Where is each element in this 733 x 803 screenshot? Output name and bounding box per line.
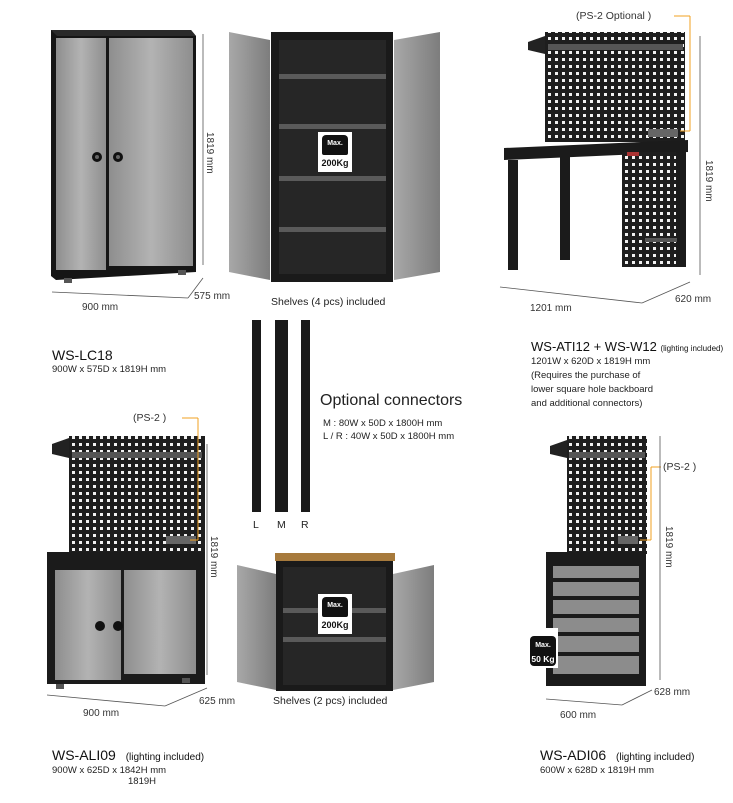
lc18-cabinet-illustration <box>51 30 196 283</box>
connectors-spec-m: M : 80W x 50D x 1800H mm <box>323 418 443 429</box>
shelves2-caption: Shelves (2 pcs) included <box>273 695 388 707</box>
ali09-depth-label: 625 mm <box>199 696 236 707</box>
adi06-height-label: 1819 mm <box>663 526 674 568</box>
ali09-cabinet-illustration <box>47 436 205 689</box>
connector-label-r: R <box>301 519 309 531</box>
ali09-spec-2: 1819H <box>128 776 156 787</box>
ati12-depth-label: 620 mm <box>675 294 712 305</box>
lc18-width-label: 900 mm <box>82 302 119 313</box>
adi06-depth-label: 628 mm <box>654 687 691 698</box>
shelves2-cabinet-illustration <box>237 553 434 691</box>
weight-icon <box>322 135 348 155</box>
lc18-model-title: WS-LC18 <box>52 347 113 363</box>
adi06-spec: 600W x 628D x 1819H mm <box>540 765 655 776</box>
connector-label-m: M <box>277 519 286 531</box>
shelves4-cabinet-illustration <box>229 32 440 282</box>
adi06-width-label: 600 mm <box>560 710 597 721</box>
shelves4-caption: Shelves (4 pcs) included <box>271 296 386 308</box>
lc18-height-label: 1819 mm <box>204 132 215 174</box>
ati12-note-2: lower square hole backboard <box>531 384 653 395</box>
ati12-model-title: WS-ATI12 + WS-W12 (lighting included) <box>531 339 724 354</box>
ali09-height-label: 1819 mm <box>208 536 219 578</box>
ali09-ps2-callout: (PS-2 ) <box>133 412 167 424</box>
adi06-cabinet-illustration <box>528 436 647 686</box>
weight-badge-50kg: Max. 50 Kg <box>528 628 558 668</box>
adi06-ps2-callout: (PS-2 ) <box>663 461 697 473</box>
ati12-model-note: (lighting included) <box>660 344 724 353</box>
connector-posts-illustration <box>252 320 310 512</box>
ali09-width-label: 900 mm <box>83 708 120 719</box>
ati12-height-label: 1819 mm <box>703 160 714 202</box>
ati12-ps2-callout: (PS-2 Optional ) <box>576 10 652 22</box>
connector-label-l: L <box>253 519 259 531</box>
ati12-width-label: 1201 mm <box>530 303 572 314</box>
lc18-depth-label: 575 mm <box>194 291 231 302</box>
weight-icon <box>530 636 556 666</box>
adi06-model-title: WS-ADI06 (lighting included) <box>540 747 695 763</box>
ati12-note-1: (Requires the purchase of <box>531 370 641 381</box>
ali09-spec: 900W x 625D x 1842H mm <box>52 765 167 776</box>
ati12-spec: 1201W x 620D x 1819H mm <box>531 356 651 367</box>
adi06-model-note: (lighting included) <box>616 752 695 763</box>
weight-badge-200kg: Max. 200Kg <box>318 132 352 172</box>
ati12-workbench-illustration <box>504 32 688 270</box>
weight-badge-200kg-2: Max. 200Kg <box>318 594 352 634</box>
lc18-spec: 900W x 575D x 1819H mm <box>52 364 167 375</box>
ati12-note-3: and additional connectors) <box>531 398 643 409</box>
connectors-spec-lr: L / R : 40W x 50D x 1800H mm <box>323 431 455 442</box>
weight-icon <box>322 597 348 617</box>
ali09-model-note: (lighting included) <box>125 752 205 763</box>
connectors-title: Optional connectors <box>320 392 463 409</box>
ali09-model-title: WS-ALI09 (lighting included) <box>52 747 205 763</box>
